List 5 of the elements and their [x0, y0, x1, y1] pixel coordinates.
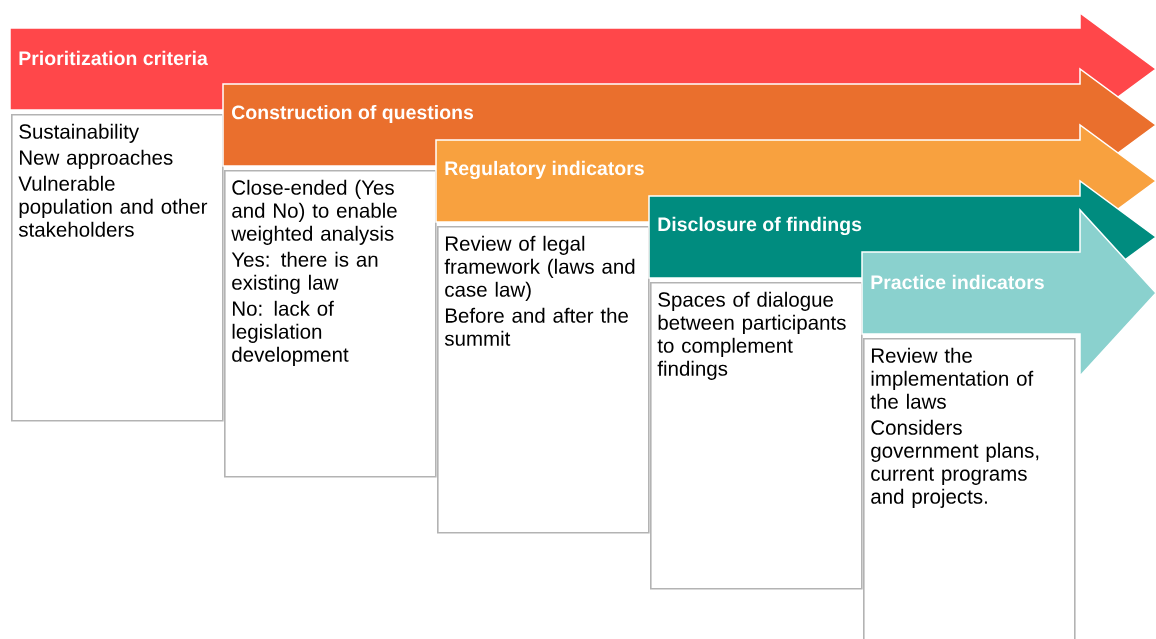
text-box: Review the implementation of the laws Considers government plans, current programs and projects.	[863, 338, 1076, 639]
text-box: Sustainability New approaches Vulnerable population and other stakeholders	[11, 114, 224, 422]
text-box: Review of legal framework (laws and case law) Before and after the summit	[437, 226, 650, 534]
text-box: Spaces of dialogue between participants to complement findings	[650, 282, 863, 590]
text-box: Close-ended (Yes and No) to enable weighted analysis Yes: there is an existing law No: lack of legislation development	[224, 170, 437, 478]
